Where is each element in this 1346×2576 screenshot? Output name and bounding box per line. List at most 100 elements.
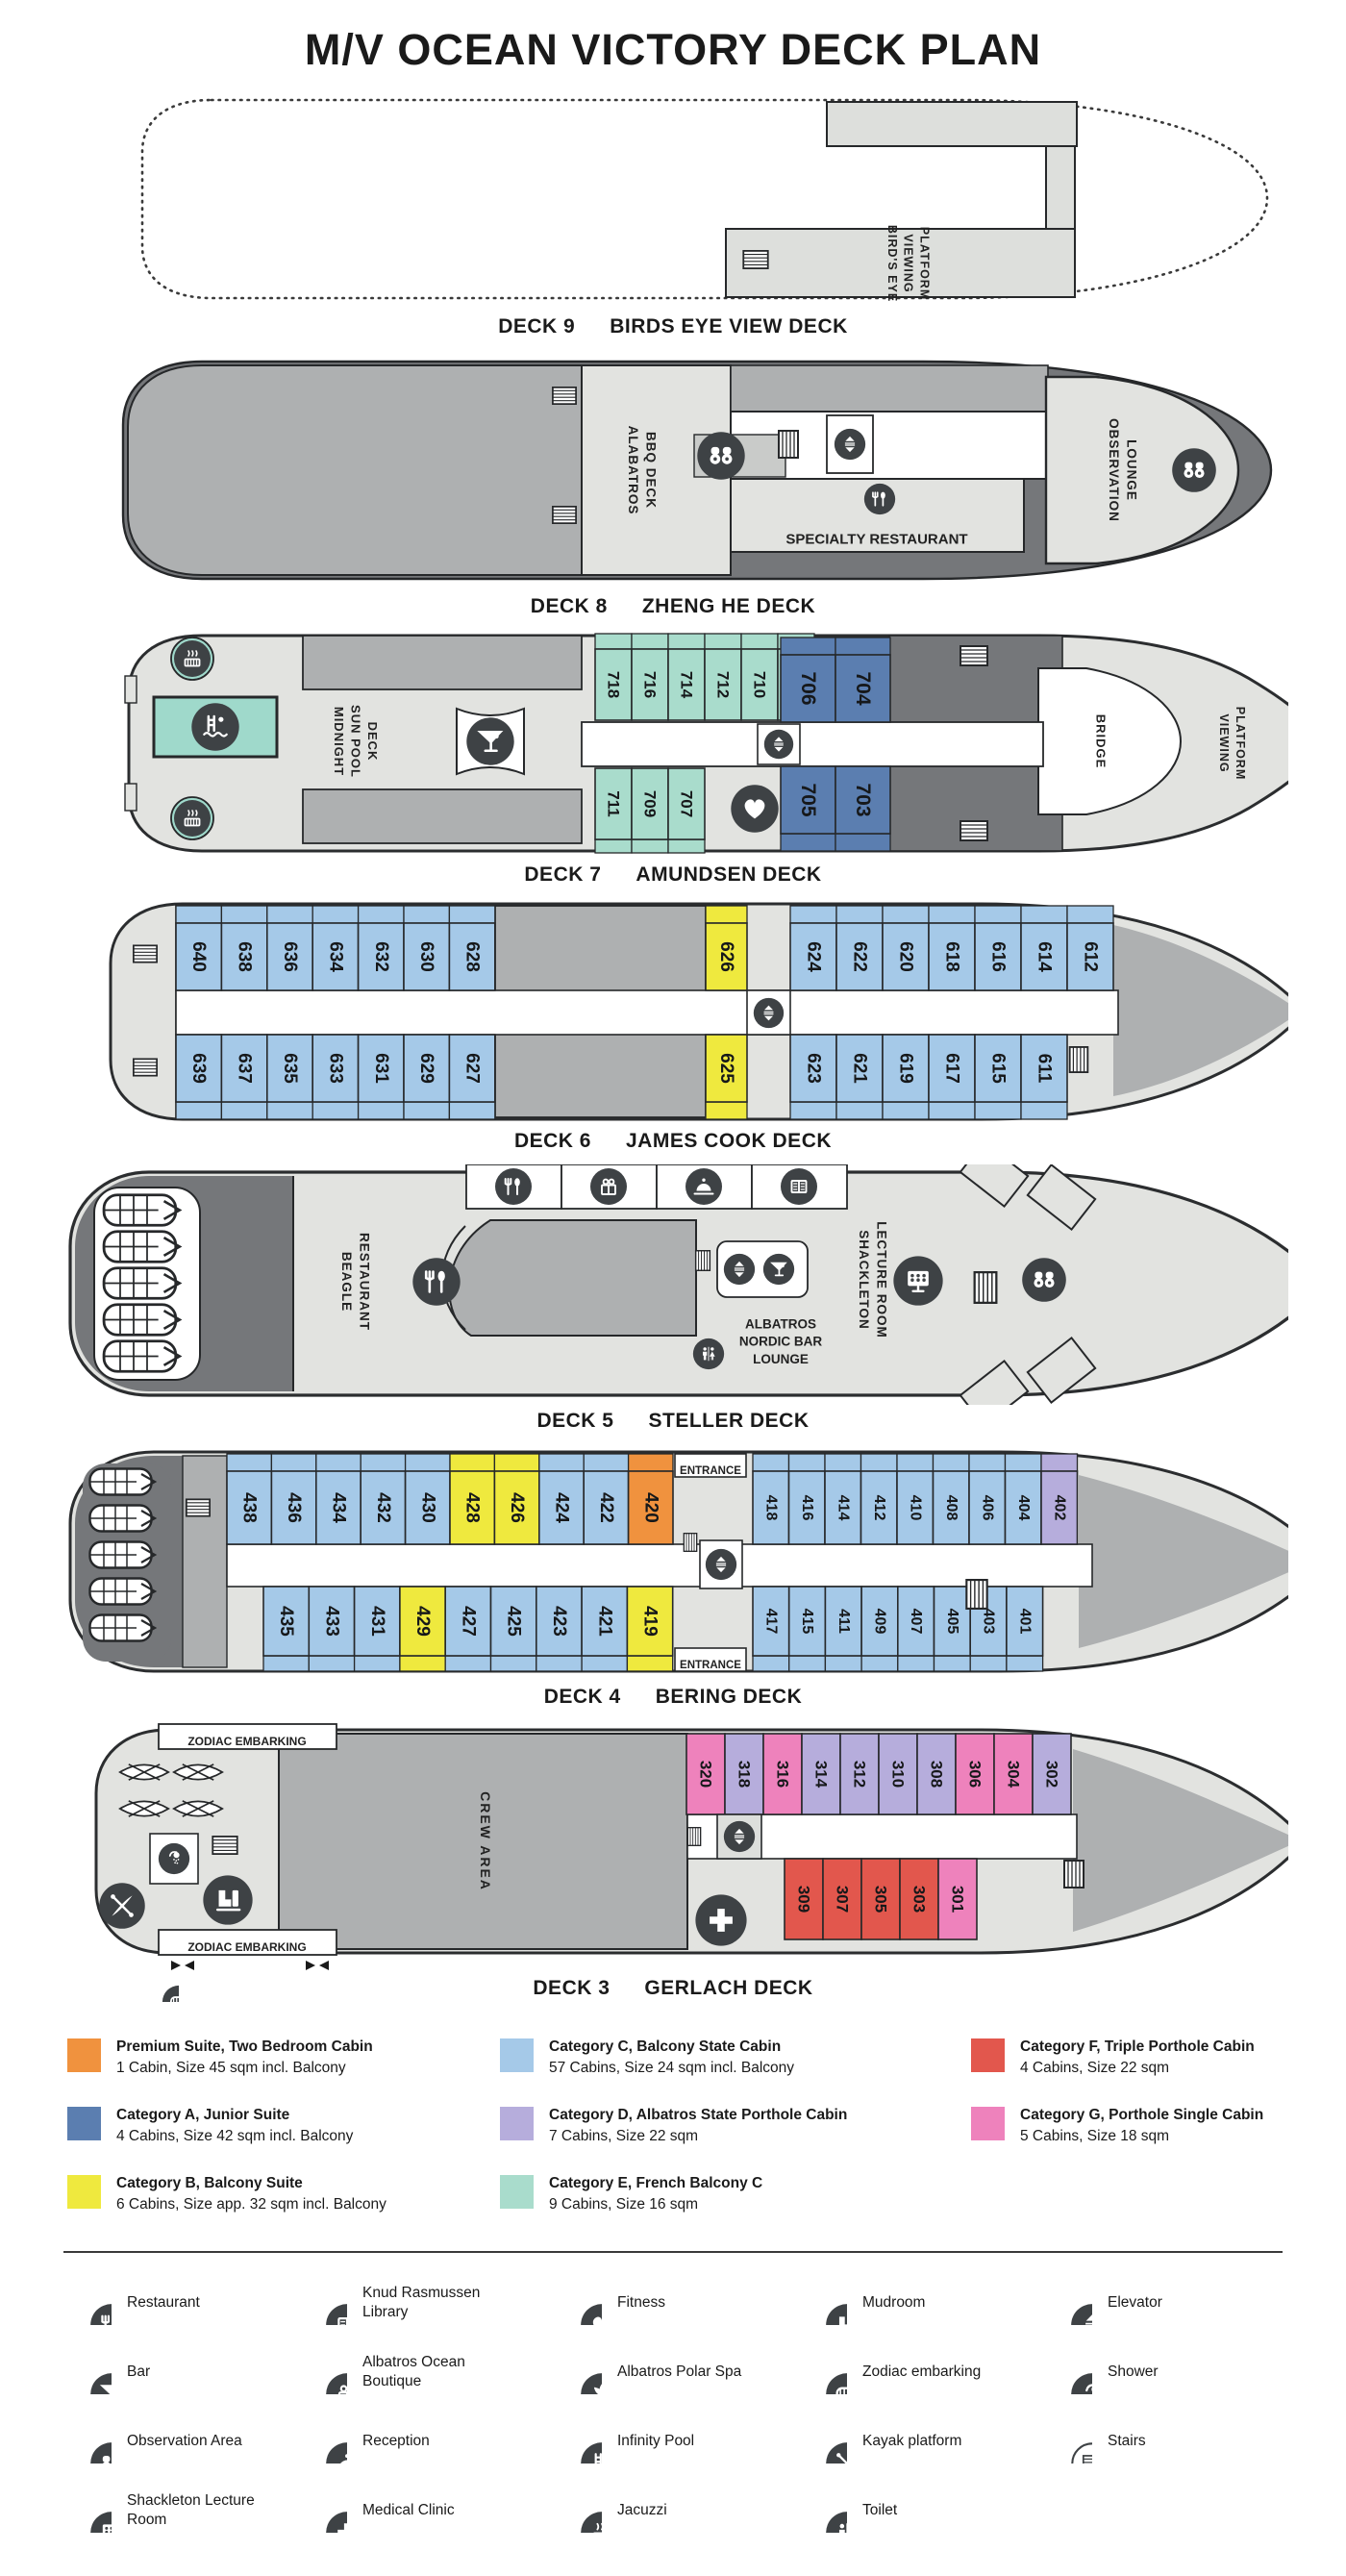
stairs-icon xyxy=(685,1827,703,1846)
cabin-306: 306 xyxy=(955,1733,995,1815)
category-name: Category C, Balcony State Cabin xyxy=(549,2038,782,2055)
svg-text:630: 630 xyxy=(416,941,436,972)
svg-text:401: 401 xyxy=(1016,1609,1033,1635)
stairs-icon xyxy=(960,645,988,666)
cabin-409: 409 xyxy=(860,1586,899,1672)
legend-item-pool: Infinity Pool xyxy=(558,2418,793,2464)
library-icon xyxy=(303,2281,347,2325)
stairs-icon xyxy=(133,944,158,963)
cabin-422: 422 xyxy=(583,1453,630,1545)
svg-text:320: 320 xyxy=(697,1761,715,1788)
deck-8-plan: BBQ DECKALABATROS LOUNGEOBSERVATION SPEC… xyxy=(58,350,1288,595)
category-desc: 1 Cabin, Size 45 sqm incl. Balcony xyxy=(116,2060,346,2077)
deck-4-label: DECK 4 BERING DECK xyxy=(0,1686,1346,1709)
cabin-312: 312 xyxy=(839,1733,880,1815)
cabin-618: 618 xyxy=(928,905,976,991)
deck4-bow-area xyxy=(1079,1475,1312,1648)
elevator-icon xyxy=(754,998,784,1028)
cabin-314: 314 xyxy=(801,1733,841,1815)
observation-lounge-area xyxy=(1044,375,1240,565)
svg-text:303: 303 xyxy=(910,1886,929,1913)
cabin-629: 629 xyxy=(403,1034,451,1120)
svg-text:430: 430 xyxy=(417,1492,437,1523)
deck-name: BIRDS EYE VIEW DECK xyxy=(610,315,848,338)
deck-number: DECK 7 xyxy=(524,863,602,886)
deck-6-label: DECK 6 JAMES COOK DECK xyxy=(0,1130,1346,1153)
cabin-407: 407 xyxy=(896,1586,935,1672)
svg-text:619: 619 xyxy=(896,1053,916,1084)
cabin-410: 410 xyxy=(896,1453,935,1545)
observation-icon xyxy=(697,432,744,479)
beagle-restaurant-label: RESTAURANTBEAGLE xyxy=(339,1233,371,1331)
cabin-415: 415 xyxy=(787,1586,827,1672)
svg-text:420: 420 xyxy=(640,1492,661,1523)
deck6-bow-area xyxy=(1113,925,1301,1096)
cabin-430: 430 xyxy=(404,1453,451,1545)
observation-icon xyxy=(1172,448,1216,492)
pool-deck-block xyxy=(302,635,583,690)
cabin-619: 619 xyxy=(882,1034,930,1120)
svg-text:411: 411 xyxy=(835,1609,852,1634)
svg-text:417: 417 xyxy=(762,1609,779,1635)
svg-text:412: 412 xyxy=(871,1495,887,1521)
svg-text:612: 612 xyxy=(1081,941,1101,972)
zodiac-arrows xyxy=(171,1961,329,1970)
cabin-616: 616 xyxy=(974,905,1022,991)
legend-icon-label: Elevator xyxy=(1108,2293,1162,2311)
deck-9-drawing: PLATFORMVIEWINGBIRD'S EYE xyxy=(140,98,1269,302)
svg-text:712: 712 xyxy=(714,671,733,698)
elevator-icon xyxy=(764,730,793,759)
deck-8-drawing: BBQ DECKALABATROS LOUNGEOBSERVATION SPEC… xyxy=(121,360,1273,581)
spa-icon xyxy=(558,2350,602,2394)
category-desc: 7 Cabins, Size 22 sqm xyxy=(549,2128,699,2145)
legend-item-toilet: Toilet xyxy=(803,2488,1038,2534)
bar-icon xyxy=(466,717,513,764)
deck-name: ZHENG HE DECK xyxy=(641,595,816,617)
cabin-310: 310 xyxy=(878,1733,918,1815)
svg-text:611: 611 xyxy=(1034,1054,1055,1084)
pool-icon xyxy=(558,2419,602,2463)
cabin-406: 406 xyxy=(968,1453,1007,1545)
observation-icon xyxy=(67,2419,112,2463)
boutique-icon xyxy=(590,1168,627,1205)
legend-icon-label: Observation Area xyxy=(127,2432,242,2449)
shower-icon xyxy=(159,1843,189,1874)
svg-text:622: 622 xyxy=(850,941,870,972)
observation-icon xyxy=(1022,1258,1066,1302)
svg-text:621: 621 xyxy=(850,1053,870,1084)
svg-text:414: 414 xyxy=(835,1495,851,1521)
cabin-637: 637 xyxy=(220,1034,268,1120)
stairs-icon xyxy=(966,1580,986,1609)
bar-icon xyxy=(763,1254,794,1285)
legend-item: Premium Suite, Two Bedroom Cabin 1 Cabin… xyxy=(67,2037,481,2080)
cabin-718: 718 xyxy=(594,633,633,721)
category-swatch xyxy=(500,2174,534,2209)
category-swatch xyxy=(500,2038,534,2072)
reception-icon xyxy=(685,1168,722,1205)
category-name: Category F, Triple Porthole Cabin xyxy=(1020,2038,1255,2055)
cabin-626: 626 xyxy=(705,905,748,991)
stairs-icon xyxy=(682,1533,699,1552)
cabin-707: 707 xyxy=(667,767,706,854)
svg-text:718: 718 xyxy=(605,671,623,698)
svg-text:305: 305 xyxy=(872,1886,890,1913)
legend-icon-label: Mudroom xyxy=(862,2293,926,2311)
zodiac-icon xyxy=(803,2350,847,2394)
svg-text:636: 636 xyxy=(280,941,300,972)
deck-7-label: DECK 7 AMUNDSEN DECK xyxy=(0,863,1346,887)
svg-text:614: 614 xyxy=(1034,941,1055,972)
stairs-icon xyxy=(742,250,769,269)
svg-text:425: 425 xyxy=(504,1606,524,1637)
svg-text:710: 710 xyxy=(751,671,769,698)
specialty-restaurant-label: SPECIALTY RESTAURANT xyxy=(785,531,967,547)
cabin-318: 318 xyxy=(724,1733,764,1815)
cabin-434: 434 xyxy=(314,1453,361,1545)
stairs-icon xyxy=(133,1058,158,1077)
svg-text:409: 409 xyxy=(871,1609,887,1635)
zodiac-embarking-bottom-label: ZODIAC EMBARKING xyxy=(187,1940,306,1954)
